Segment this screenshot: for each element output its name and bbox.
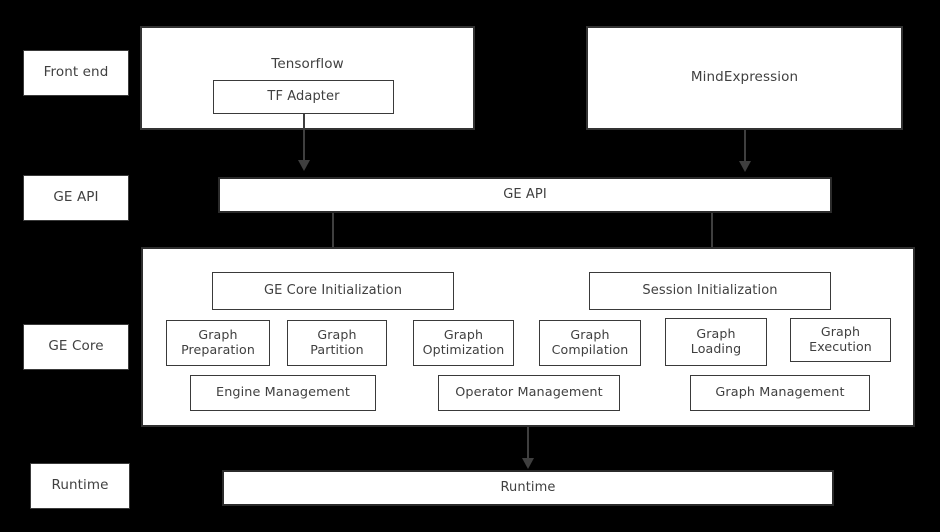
runtime-bar[interactable]: Runtime bbox=[222, 470, 834, 506]
connector-ge-core-to-runtime bbox=[527, 427, 529, 460]
arrowhead-ge-core-to-runtime bbox=[522, 458, 534, 469]
graph-compilation-box[interactable]: Graph Compilation bbox=[539, 320, 641, 366]
ge-core-initialization-box[interactable]: GE Core Initialization bbox=[212, 272, 454, 310]
connector-tf-adapter-to-ge-api bbox=[303, 114, 305, 162]
ge-api-bar[interactable]: GE API bbox=[218, 177, 832, 213]
stage-label-front-end: Front end bbox=[23, 50, 129, 96]
frontend-tensorflow-container[interactable]: Tensorflow bbox=[140, 26, 475, 130]
graph-optimization-box[interactable]: Graph Optimization bbox=[413, 320, 514, 366]
graph-preparation-box[interactable]: Graph Preparation bbox=[166, 320, 270, 366]
tensorflow-label: Tensorflow bbox=[271, 56, 344, 72]
stage-label-ge-core: GE Core bbox=[23, 324, 129, 370]
connector-ge-api-to-session-init bbox=[711, 213, 713, 259]
frontend-mindexpression-box[interactable]: MindExpression bbox=[586, 26, 903, 130]
operator-management-box[interactable]: Operator Management bbox=[438, 375, 620, 411]
graph-management-box[interactable]: Graph Management bbox=[690, 375, 870, 411]
stage-label-runtime: Runtime bbox=[30, 463, 130, 509]
connector-ge-api-to-ge-core-init bbox=[332, 213, 334, 259]
arrowhead-tf-adapter-to-ge-api bbox=[298, 160, 310, 171]
graph-loading-box[interactable]: Graph Loading bbox=[665, 318, 767, 366]
connector-mindexpression-to-ge-api bbox=[744, 130, 746, 163]
session-initialization-box[interactable]: Session Initialization bbox=[589, 272, 831, 310]
graph-partition-box[interactable]: Graph Partition bbox=[287, 320, 387, 366]
tf-adapter-box[interactable]: TF Adapter bbox=[213, 80, 394, 114]
arrowhead-mindexpression-to-ge-api bbox=[739, 161, 751, 172]
stage-label-ge-api: GE API bbox=[23, 175, 129, 221]
graph-execution-box[interactable]: Graph Execution bbox=[790, 318, 891, 362]
engine-management-box[interactable]: Engine Management bbox=[190, 375, 376, 411]
